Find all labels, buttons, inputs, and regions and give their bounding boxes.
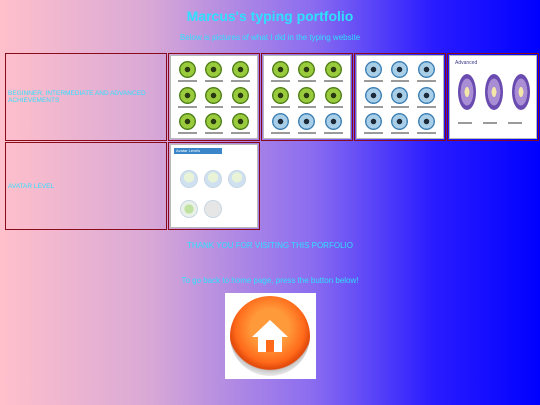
avatar-icon: [180, 200, 198, 218]
advanced-image[interactable]: Advanced: [449, 55, 537, 139]
avatar-locked-icon: [204, 200, 222, 218]
achievements-row: BEGINNER, INTERMEDIATE AND ADVANCED ACHI…: [5, 53, 539, 141]
avatar-icon: [228, 170, 246, 188]
portfolio-table: BEGINNER, INTERMEDIATE AND ADVANCED ACHI…: [4, 52, 540, 231]
home-icon: [252, 320, 288, 352]
home-button-frame: [225, 293, 316, 379]
advanced-cell: Advanced: [447, 53, 539, 141]
intermediate-cell: [261, 53, 353, 141]
avatar-icon: [180, 170, 198, 188]
intermediate-achievements-image[interactable]: [263, 55, 351, 139]
advanced-badges-image[interactable]: [356, 55, 444, 139]
avatar-row: AVATAR LEVEL Avatar Levels: [5, 142, 539, 230]
achievements-label: BEGINNER, INTERMEDIATE AND ADVANCED ACHI…: [5, 53, 167, 141]
advanced-badge-icon: [458, 74, 476, 110]
page-subtitle: Below is pictures of what I did in the t…: [179, 33, 361, 42]
beginner-cell: [168, 53, 260, 141]
advanced-badge-icon: [485, 74, 503, 110]
avatar-icon: [204, 170, 222, 188]
beginner-achievements-image[interactable]: [170, 55, 258, 139]
advanced-title: Advanced: [455, 60, 478, 66]
thanks-message: THANK YOU FOR VISITING THIS PORFOLIO: [187, 241, 353, 250]
home-button[interactable]: [230, 296, 310, 376]
avatar-level-label: AVATAR LEVEL: [5, 142, 167, 230]
page-title: Marcus's typing portfolio: [186, 8, 354, 24]
avatar-cell: Avatar Levels: [168, 142, 260, 230]
advanced-badges-cell: [354, 53, 446, 141]
avatar-levels-image[interactable]: Avatar Levels: [170, 144, 258, 228]
back-instruction: To go back to home page, press the butto…: [181, 276, 359, 285]
advanced-badge-icon: [512, 74, 530, 110]
avatar-title: Avatar Levels: [176, 148, 201, 153]
